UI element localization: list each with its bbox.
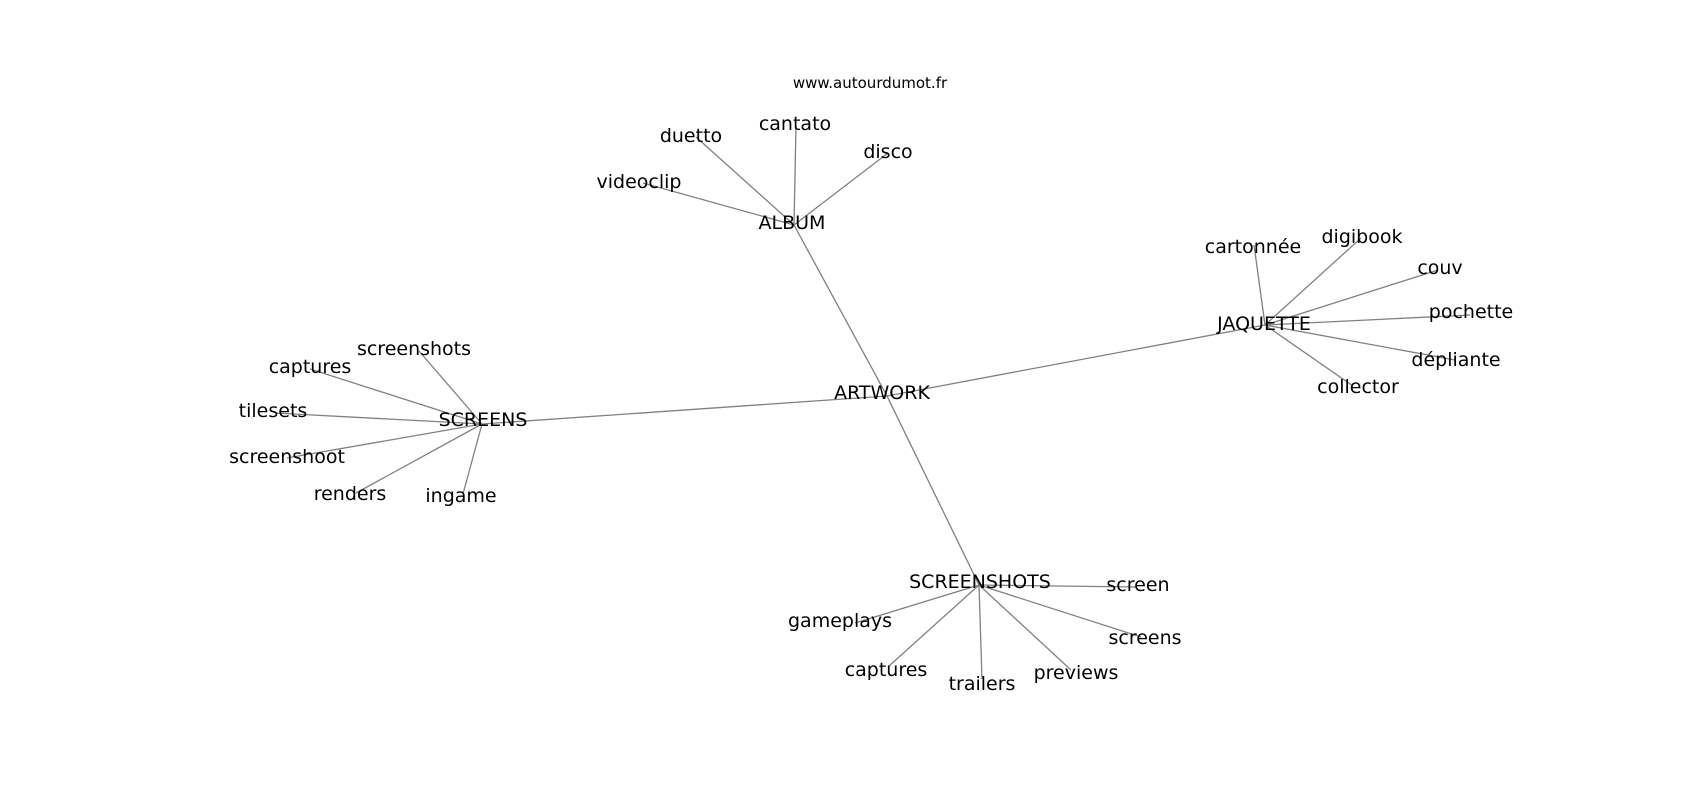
node-album-disco: disco	[863, 141, 912, 163]
node-album: ALBUM	[759, 212, 826, 234]
edge-screenshots-screenshots_screens	[978, 584, 1142, 638]
node-artwork: ARTWORK	[834, 382, 930, 404]
edge-album-album_cantato	[793, 125, 797, 226]
node-screens-screenshots: screenshots	[357, 338, 471, 360]
source-url: www.autourdumot.fr	[793, 74, 948, 92]
node-album-duetto: duetto	[660, 125, 722, 147]
edge-screens-screens_screenshoot	[286, 423, 483, 459]
edge-album-album_videoclip	[642, 182, 795, 226]
edge-screenshots-screenshots_captures	[888, 584, 980, 667]
node-screenshots-screen: screen	[1106, 574, 1169, 596]
edge-screenshots-screenshots_screen	[978, 584, 1138, 588]
node-album-cantato: cantato	[759, 113, 831, 135]
node-screens-ingame: ingame	[425, 485, 496, 507]
node-screenshots-captures: captures	[845, 659, 928, 681]
node-jaquette-pochette: pochette	[1429, 301, 1513, 323]
node-album-videoclip: videoclip	[597, 171, 682, 193]
node-screens-screenshoot: screenshoot	[229, 446, 345, 468]
edge-screens-screens_captures	[309, 368, 483, 425]
node-screenshots-trailers: trailers	[949, 673, 1016, 695]
node-jaquette-collector: collector	[1317, 376, 1399, 398]
node-screenshots-screens: screens	[1108, 627, 1181, 649]
edge-screenshots-screenshots_previews	[978, 584, 1072, 671]
node-jaquette-couv: couv	[1417, 257, 1462, 279]
node-screens-renders: renders	[314, 483, 387, 505]
edges-layer	[274, 125, 1471, 680]
edge-screens-screens_renders	[355, 423, 483, 494]
edge-artwork-jaquette	[886, 324, 1266, 397]
edge-jaquette-jaquette_depliante	[1264, 324, 1456, 361]
node-jaquette-depliante: dépliante	[1411, 349, 1500, 371]
node-screens-captures: captures	[269, 356, 352, 378]
edge-screens-screens_ingame	[462, 423, 483, 495]
edge-screens-screens_tilesets	[274, 412, 483, 425]
node-screenshots-gameplays: gameplays	[788, 610, 892, 632]
node-screenshots-previews: previews	[1034, 662, 1119, 684]
node-screens-tilesets: tilesets	[239, 400, 308, 422]
edge-jaquette-jaquette_pochette	[1264, 314, 1471, 326]
node-jaquette: JAQUETTE	[1216, 313, 1311, 335]
edge-jaquette-jaquette_couv	[1264, 269, 1439, 326]
node-screens: SCREENS	[439, 409, 528, 431]
edge-jaquette-jaquette_digibook	[1264, 237, 1362, 326]
node-jaquette-cartonnee: cartonnée	[1205, 236, 1301, 258]
edge-screenshots-screenshots_trailers	[978, 584, 983, 680]
labels-layer: www.autourdumot.fr ARTWORK ALBUM JAQUETTE S…	[229, 74, 1513, 695]
node-jaquette-digibook: digibook	[1322, 226, 1403, 248]
edge-album-album_duetto	[695, 136, 795, 226]
node-screenshots: SCREENSHOTS	[909, 571, 1051, 593]
edge-artwork-screenshots	[886, 395, 980, 586]
edge-screenshots-screenshots_gameplays	[854, 584, 980, 624]
edge-jaquette-jaquette_collector	[1264, 324, 1354, 387]
edge-screens-screens_screenshots	[418, 350, 483, 425]
edge-artwork-screens	[481, 395, 888, 425]
edge-jaquette-jaquette_cartonnee	[1253, 244, 1266, 326]
edge-album-album_disco	[793, 152, 889, 226]
edge-artwork-album	[793, 224, 888, 397]
